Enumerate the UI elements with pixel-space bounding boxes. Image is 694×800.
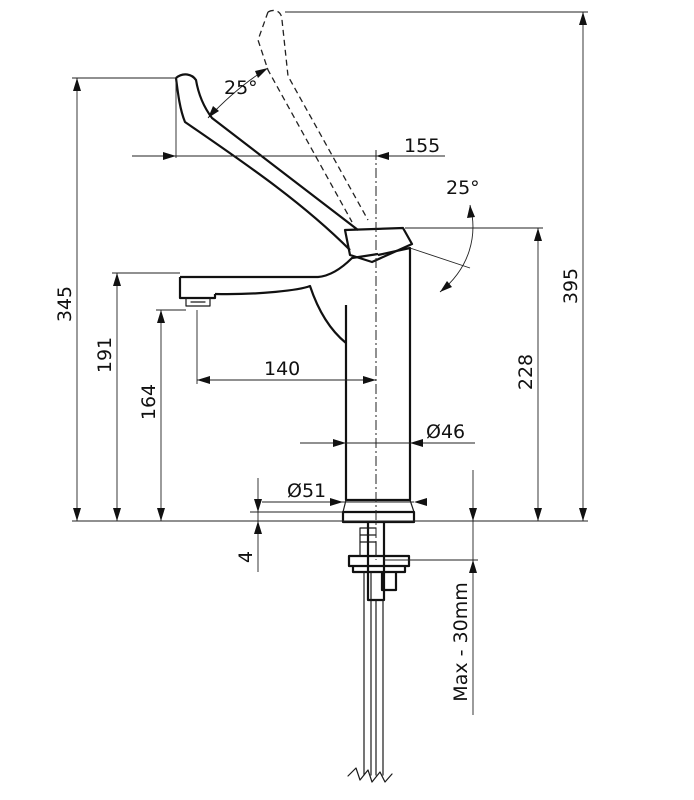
label-dia-46: Ø46 [426, 421, 465, 443]
label-191: 191 [94, 337, 116, 373]
lever-arm-raised [257, 9, 369, 223]
label-164: 164 [138, 384, 160, 420]
label-140: 140 [264, 358, 300, 380]
faucet-body [344, 246, 412, 502]
label-155: 155 [404, 135, 440, 157]
faucet-neck [214, 284, 347, 344]
label-228: 228 [515, 354, 537, 390]
label-dia-51: Ø51 [287, 480, 326, 502]
supply-hose [363, 571, 384, 776]
label-max-30mm: Max - 30mm [450, 582, 472, 701]
base-plate [341, 510, 416, 524]
lever-arm [174, 73, 359, 251]
mounting-nut [347, 554, 411, 574]
label-395: 395 [560, 268, 582, 304]
spout-aerator [185, 297, 211, 307]
dimension-lines [73, 12, 587, 715]
faucet-spout [180, 252, 379, 279]
break-symbol [347, 767, 393, 783]
label-4: 4 [235, 551, 257, 563]
label-body-angle: 25° [446, 177, 480, 199]
label-345: 345 [54, 286, 76, 322]
label-lever-angle: 25° [224, 77, 258, 99]
dimension-labels: 345 191 164 395 228 155 140 25° 25° Ø46 … [54, 77, 582, 702]
lever-hub [343, 226, 414, 264]
spout-nozzle [178, 277, 217, 300]
faucet-outline [174, 9, 416, 783]
extension-lines [72, 11, 588, 572]
